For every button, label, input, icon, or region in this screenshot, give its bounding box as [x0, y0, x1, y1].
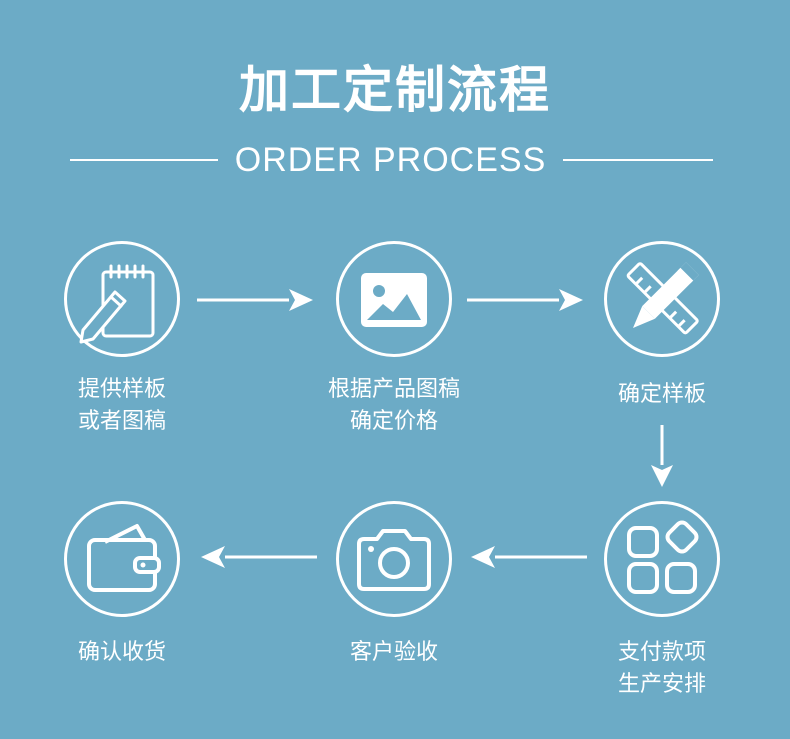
step-4-label-line1: 支付款项 [617, 640, 706, 665]
step-2-label-line1: 根据产品图稿 [327, 377, 460, 402]
step-6-label: 确认收货 [22, 637, 222, 669]
arrow-left-1 [471, 546, 587, 568]
ruler-pencil-icon [626, 262, 699, 335]
apps-grid-icon [627, 520, 699, 594]
arrow-left-2 [201, 546, 317, 568]
arrow-right-2 [467, 289, 583, 311]
arrow-down [651, 425, 673, 487]
step-3-label-line1: 确定样板 [617, 382, 706, 407]
right-divider [563, 159, 713, 161]
step-2-circle [336, 241, 452, 357]
step-4-circle [604, 501, 720, 617]
image-icon [361, 273, 427, 327]
page-title: 加工定制流程 [239, 61, 551, 119]
page-subtitle: ORDER PROCESS [234, 141, 547, 179]
wallet-icon [87, 524, 161, 592]
step-1-circle [64, 241, 180, 357]
step-5-circle [336, 501, 452, 617]
step-6-label-line1: 确认收货 [77, 640, 166, 665]
camera-icon [357, 529, 431, 591]
step-4-label-line2: 生产安排 [617, 672, 706, 697]
step-6-circle [64, 501, 180, 617]
step-5-label-line1: 客户验收 [349, 640, 438, 665]
notepad-pencil-icon [79, 264, 155, 344]
step-1-label: 提供样板 或者图稿 [22, 374, 222, 438]
left-divider [70, 159, 218, 161]
step-3-label: 确定样板 [562, 379, 762, 411]
arrow-right-1 [197, 289, 313, 311]
step-2-label: 根据产品图稿 确定价格 [294, 374, 494, 438]
step-1-label-line2: 或者图稿 [77, 409, 166, 434]
step-2-label-line2: 确定价格 [349, 409, 438, 434]
step-4-label: 支付款项 生产安排 [562, 637, 762, 701]
step-1-label-line1: 提供样板 [77, 377, 166, 402]
step-5-label: 客户验收 [294, 637, 494, 669]
subtitle-row: ORDER PROCESS [0, 140, 790, 180]
step-3-circle [604, 241, 720, 357]
